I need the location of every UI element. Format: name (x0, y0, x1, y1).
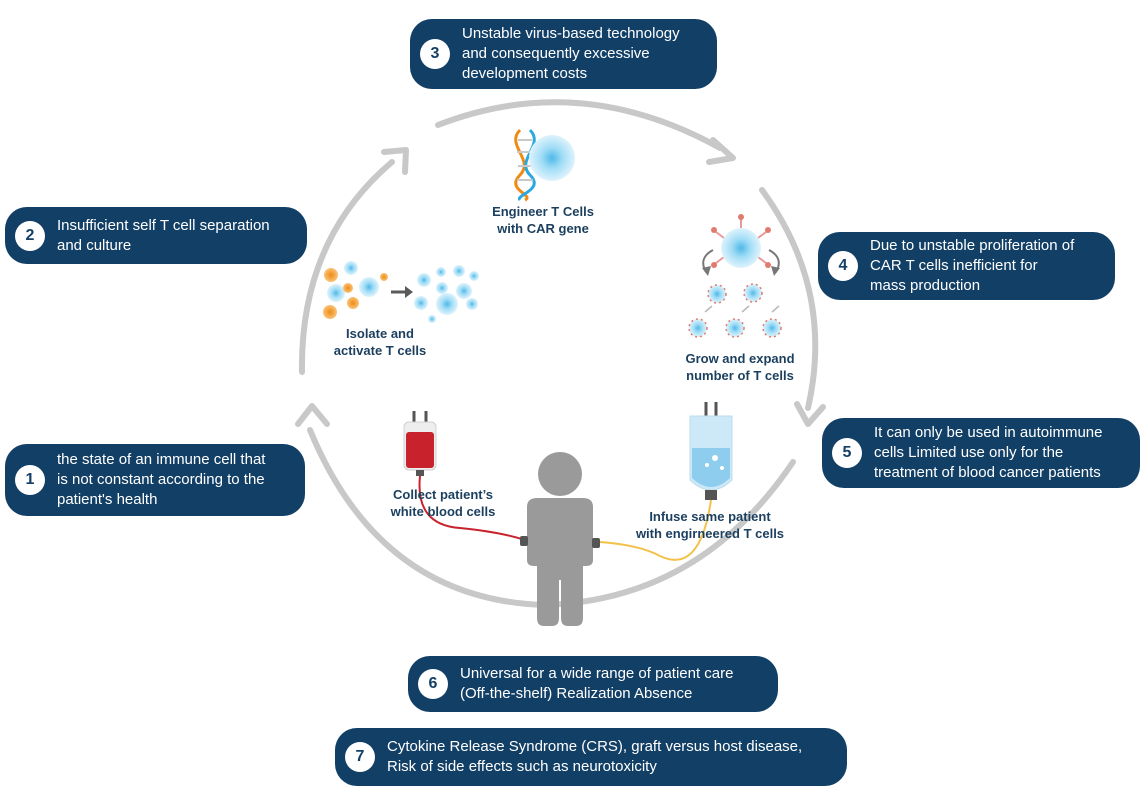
arrowhead-right (794, 401, 826, 427)
arrowhead-top (706, 137, 736, 165)
arc-right (759, 187, 819, 411)
callout-text-7: Cytokine Release Syndrome (CRS), graft v… (387, 738, 803, 775)
red-tube (418, 475, 526, 541)
callout-number-2: 2 (15, 220, 45, 251)
patient-figure (520, 452, 600, 626)
callout-number-5: 5 (832, 438, 862, 468)
callout-3: 3 Unstable virus-based technology and co… (410, 19, 717, 89)
callout-text-5: It can only be used in autoimmune cells … (874, 424, 1103, 481)
grow-cells-icon (688, 214, 782, 338)
yellow-tube (599, 499, 712, 561)
step-label-grow: Grow and expand number of T cells (685, 351, 795, 383)
callout-number-1: 1 (15, 465, 45, 495)
step-label-engineer: Engineer T Cells with CAR gene (492, 204, 594, 236)
callout-number-6: 6 (418, 669, 448, 699)
blood-bag-icon (403, 411, 437, 476)
callout-number-4: 4 (828, 251, 858, 281)
callout-5: 5 It can only be used in autoimmune cell… (822, 418, 1140, 488)
arc-left (298, 159, 395, 375)
callout-7: 7 Cytokine Release Syndrome (CRS), graft… (335, 728, 847, 786)
callout-4: 4 Due to unstable proliferation of CAR T… (818, 232, 1115, 300)
callout-text-4: Due to unstable proliferation of CAR T c… (870, 237, 1075, 294)
callout-text-3: Unstable virus-based technology and cons… (462, 25, 680, 82)
dna-icon (514, 128, 536, 202)
car-cell-icon (529, 135, 575, 181)
infusion-bag-icon (689, 402, 733, 500)
callout-1: 1 the state of an immune cell that is no… (5, 444, 305, 516)
callout-6: 6 Universal for a wide range of patient … (408, 656, 778, 712)
callout-text-2: Insufficient self T cell separation and … (57, 216, 270, 254)
isolate-cells-icon (323, 261, 479, 323)
step-label-collect: Collect patient’s white blood cells (390, 487, 496, 519)
step-label-infuse: Infuse same patient with engirneered T c… (635, 509, 785, 541)
callout-number-3: 3 (420, 39, 450, 69)
arrowhead-left (381, 147, 409, 175)
step-label-isolate: Isolate and activate T cells (333, 326, 427, 358)
callout-number-7: 7 (345, 742, 375, 772)
callout-2: 2 Insufficient self T cell separation an… (5, 207, 307, 264)
arc-top (435, 99, 723, 151)
callout-text-6: Universal for a wide range of patient ca… (460, 665, 734, 702)
arrowhead-bottom (295, 403, 330, 427)
callout-text-1: the state of an immune cell that is not … (57, 451, 266, 508)
